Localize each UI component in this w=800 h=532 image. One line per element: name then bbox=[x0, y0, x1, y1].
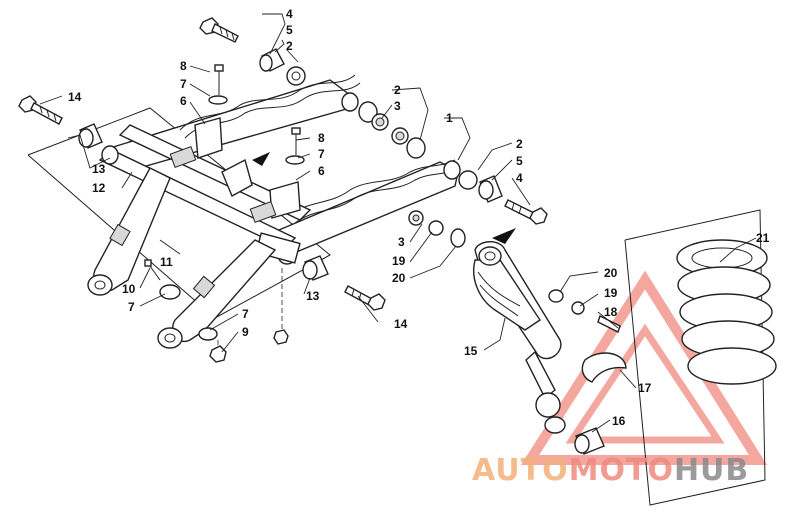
watermark-part-2: MOTO bbox=[569, 453, 674, 488]
leader-lines bbox=[39, 13, 757, 433]
callout-7-upper: 7 bbox=[180, 77, 187, 91]
bushing-group-2-5-4 bbox=[458, 170, 548, 225]
callout-numbers: 4 5 2 8 7 6 14 13 12 2 3 1 8 7 6 2 5 4 1… bbox=[68, 7, 770, 428]
callout-7-lower: 7 bbox=[242, 307, 249, 321]
bushing-13-right bbox=[302, 255, 329, 281]
callout-7-lower-left: 7 bbox=[128, 300, 135, 314]
sleeve-5-upper bbox=[259, 48, 285, 72]
callout-6-mid: 6 bbox=[318, 164, 325, 178]
callout-3-shock: 3 bbox=[398, 235, 405, 249]
callout-19-shock: 19 bbox=[392, 254, 406, 268]
bolt-8-upper bbox=[208, 64, 228, 105]
callout-2-mid: 2 bbox=[394, 83, 401, 97]
callout-13-left: 13 bbox=[92, 162, 106, 176]
callout-5-upper: 5 bbox=[286, 23, 293, 37]
callout-5-right: 5 bbox=[516, 154, 523, 168]
callout-10: 10 bbox=[122, 282, 136, 296]
upper-bolt-4 bbox=[199, 17, 239, 43]
assembly-outline bbox=[27, 107, 331, 319]
callout-11: 11 bbox=[160, 255, 173, 269]
callout-9: 9 bbox=[242, 325, 249, 339]
nut-9 bbox=[209, 268, 289, 363]
bolt-8-mid bbox=[285, 127, 305, 165]
callout-20-shock: 20 bbox=[392, 271, 406, 285]
direction-arrow-icon bbox=[492, 228, 516, 244]
callout-16: 16 bbox=[612, 414, 626, 428]
shock-absorber-15 bbox=[408, 210, 627, 455]
callout-21: 21 bbox=[756, 231, 770, 245]
bolt-10 bbox=[144, 259, 218, 341]
bushing-2-upper bbox=[286, 66, 306, 86]
svg-text:AUTOMOTOHUB: AUTOMOTOHUB bbox=[472, 453, 749, 488]
callout-19-right: 19 bbox=[604, 286, 618, 300]
watermark-part-1: AUTO bbox=[472, 453, 569, 488]
coil-spring-21 bbox=[676, 239, 777, 385]
callout-1: 1 bbox=[446, 111, 453, 125]
callout-4-right: 4 bbox=[516, 171, 523, 185]
callout-2-right: 2 bbox=[516, 137, 523, 151]
bolt-14-left bbox=[18, 95, 63, 125]
callout-17: 17 bbox=[638, 381, 652, 395]
spring-outline bbox=[624, 209, 766, 506]
watermark-part-3: HUB bbox=[674, 453, 749, 488]
callout-18: 18 bbox=[604, 305, 618, 319]
bolt-14-right bbox=[344, 285, 386, 311]
callout-14-right: 14 bbox=[394, 317, 408, 331]
callout-12: 12 bbox=[92, 181, 106, 195]
callout-8-upper: 8 bbox=[180, 59, 187, 73]
bushing-group-2-3 bbox=[358, 101, 426, 159]
callout-4-upper: 4 bbox=[286, 7, 293, 21]
direction-arrow-icon bbox=[252, 152, 270, 166]
callout-3-mid: 3 bbox=[394, 99, 401, 113]
callout-13-right: 13 bbox=[306, 289, 320, 303]
watermark-text: AUTOMOTOHUB bbox=[472, 453, 749, 488]
callout-14-left: 14 bbox=[68, 90, 82, 104]
callout-2-upper: 2 bbox=[286, 39, 293, 53]
callout-8-mid: 8 bbox=[318, 131, 325, 145]
callout-15: 15 bbox=[464, 344, 478, 358]
callout-20-right: 20 bbox=[604, 266, 618, 280]
callout-7-mid: 7 bbox=[318, 147, 325, 161]
callout-6-upper: 6 bbox=[180, 94, 187, 108]
